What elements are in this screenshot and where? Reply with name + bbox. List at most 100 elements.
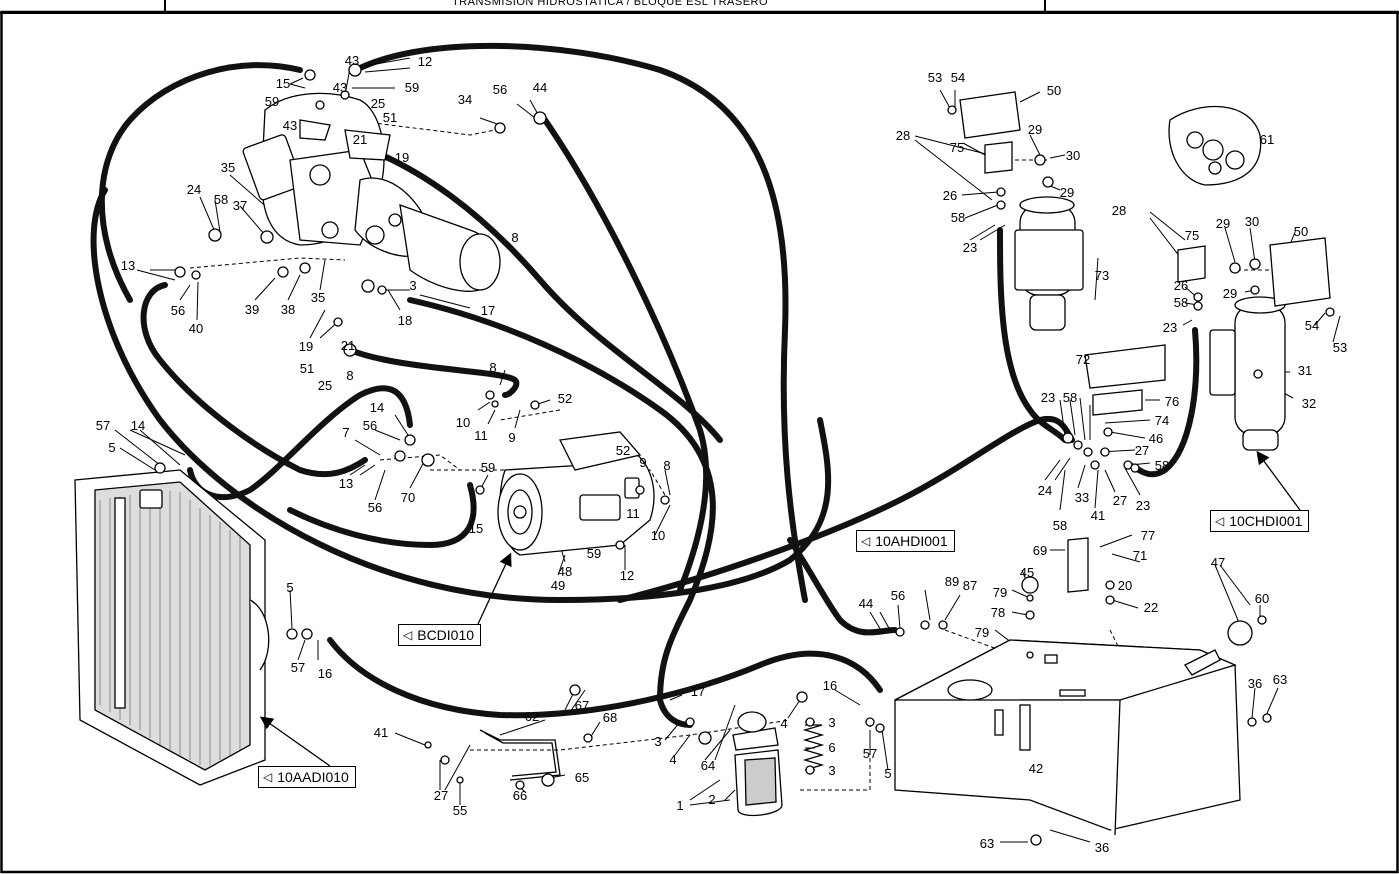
callout: 25 (318, 378, 332, 393)
ref-box-10ahdi001[interactable]: ◁ 10AHDI001 (856, 530, 955, 552)
ref-box-bcdi010[interactable]: ◁ BCDI010 (398, 624, 482, 646)
callout: 53 (1333, 340, 1347, 355)
callout: 79 (975, 625, 989, 640)
callout: 58 (1053, 518, 1067, 533)
callout: 24 (187, 182, 201, 197)
callout: 27 (434, 788, 448, 803)
callout: 8 (663, 458, 670, 473)
hose-13 (140, 282, 368, 478)
brackets (959, 91, 1331, 593)
callout: 12 (620, 568, 634, 583)
callout: 3 (828, 715, 835, 730)
callout: 65 (575, 770, 589, 785)
callout: 53 (928, 70, 942, 85)
callout: 59 (481, 460, 495, 475)
callout: 56 (493, 82, 507, 97)
callout: 58 (951, 210, 965, 225)
accumulator-1 (1014, 196, 1084, 331)
callout-labels: 15 43 12 59 59 43 43 25 51 21 19 35 24 5… (96, 53, 1347, 855)
callout: 7 (342, 425, 349, 440)
callout: 59 (265, 94, 279, 109)
callout: 45 (1020, 565, 1034, 580)
callout: 13 (121, 258, 135, 273)
hydraulic-tank (894, 639, 1241, 836)
callout: 1 (676, 798, 683, 813)
callout: 51 (383, 110, 397, 125)
callout: 36 (1248, 676, 1262, 691)
callout: 35 (221, 160, 235, 175)
callout: 3 (654, 734, 661, 749)
ref-label: BCDI010 (417, 627, 475, 643)
ref-box-10aadi010[interactable]: ◁ 10AADI010 (258, 766, 356, 788)
callout: 74 (1155, 413, 1169, 428)
callout: 44 (533, 80, 547, 95)
callout: 6 (828, 740, 835, 755)
callout: 20 (1118, 578, 1132, 593)
callout: 49 (551, 578, 565, 593)
callout: 56 (368, 500, 382, 515)
callout: 64 (701, 758, 715, 773)
callout: 22 (1144, 600, 1158, 615)
callout: 62 (525, 709, 539, 724)
callout: 33 (1075, 490, 1089, 505)
callout: 55 (453, 803, 467, 818)
callout: 27 (1113, 493, 1127, 508)
hose-23a (997, 227, 1068, 443)
callout: 29 (1223, 286, 1237, 301)
callout: 57 (96, 418, 110, 433)
callout: 15 (469, 521, 483, 536)
tube-assembly (479, 729, 561, 781)
spring (802, 724, 825, 771)
header-title: TRANSMISION HIDROSTATICA / BLOQUE ESL TR… (451, 0, 769, 8)
callout: 76 (1165, 394, 1179, 409)
callout: 58 (1174, 295, 1188, 310)
callout: 16 (823, 678, 837, 693)
callout: 14 (131, 418, 145, 433)
callout: 57 (863, 746, 877, 761)
callout: 14 (370, 400, 384, 415)
callout: 38 (281, 302, 295, 317)
callout: 54 (1305, 318, 1319, 333)
callout: 50 (1294, 224, 1308, 239)
callout: 27 (1135, 443, 1149, 458)
fittings (154, 63, 1335, 846)
hydraulic-pump (242, 92, 501, 292)
hose-12 (349, 42, 808, 603)
hose-8a (367, 147, 723, 443)
callout: 48 (558, 564, 572, 579)
callout: 28 (896, 128, 910, 143)
callout: 4 (780, 716, 787, 731)
hydraulic-motor (497, 431, 655, 556)
callout: 11 (626, 506, 640, 521)
callout: 42 (1029, 761, 1043, 776)
callout: 89 (945, 574, 959, 589)
callout: 34 (458, 92, 472, 107)
callout: 23 (1136, 498, 1150, 513)
callout: 23 (963, 240, 977, 255)
callout: 24 (1038, 483, 1052, 498)
callout: 29 (1060, 185, 1074, 200)
callout: 9 (508, 430, 515, 445)
callout: 13 (339, 476, 353, 491)
callout: 52 (558, 391, 572, 406)
ref-label: 10AHDI001 (875, 533, 948, 549)
callout: 2 (708, 792, 715, 807)
callout: 36 (1095, 840, 1109, 855)
callout: 10 (456, 415, 470, 430)
outer-frame (0, 10, 1399, 874)
callout: 17 (481, 303, 495, 318)
callout: 51 (300, 361, 314, 376)
callout: 8 (346, 368, 353, 383)
callout: 63 (1273, 672, 1287, 687)
triangle-left-icon: ◁ (263, 770, 273, 784)
callout: 15 (276, 76, 290, 91)
hose-44 (542, 117, 710, 593)
gasket-plate (1168, 105, 1262, 186)
callout: 43 (283, 118, 297, 133)
callout: 8 (489, 360, 496, 375)
hose-8b (347, 347, 520, 398)
ref-label: 10CHDI001 (1229, 513, 1303, 529)
callout: 19 (395, 150, 409, 165)
ref-box-10chdi001[interactable]: ◁ 10CHDI001 (1210, 510, 1310, 532)
